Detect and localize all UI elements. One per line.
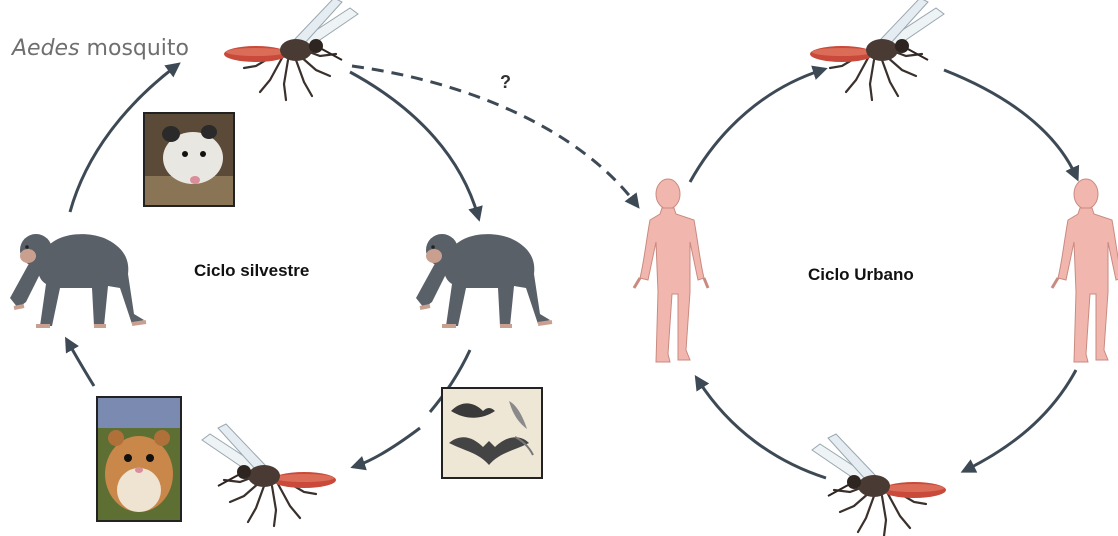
sylvatic-cycle-label: Ciclo silvestre (194, 261, 309, 281)
sylvatic-arrow-bottom-left (356, 428, 420, 466)
spillover-question-mark: ? (500, 72, 511, 93)
bat-icon (443, 389, 541, 477)
primate-icon-right (416, 234, 552, 326)
mosquito-icon-sylvatic-top (224, 0, 358, 100)
mosquito-icon-sylvatic-bottom (202, 424, 336, 526)
urban-arrow-left-up (690, 70, 822, 182)
primate-icon-left (10, 234, 146, 326)
opossum-icon (145, 114, 233, 205)
opossum-photo (143, 112, 235, 207)
bat-photo (441, 387, 543, 479)
spillover-dashed-arrow (352, 66, 636, 204)
sylvatic-arrow-top-right (350, 72, 478, 216)
urban-arrow-bottom-left (698, 380, 826, 478)
sylvatic-arrow-lower-left (68, 342, 94, 386)
aedes-mosquito-label: Aedes mosquito (12, 36, 189, 61)
urban-cycle-label: Ciclo Urbano (808, 265, 914, 285)
mosquito-icon-urban-bottom (812, 434, 946, 536)
urban-arrow-top-right (944, 70, 1076, 176)
hamster-photo (96, 396, 182, 522)
human-icon-right (1052, 179, 1118, 362)
urban-arrow-right-down (966, 370, 1076, 470)
human-icon-left (634, 179, 708, 362)
hamster-icon (98, 398, 180, 520)
mosquito-icon-urban-top (810, 0, 944, 100)
